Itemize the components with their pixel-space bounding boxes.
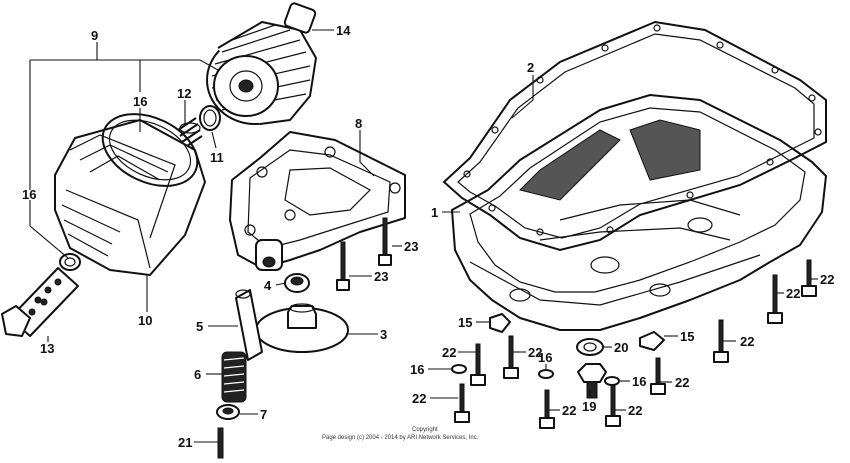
copyright-label: Copyright — [412, 427, 438, 433]
callout-6: 6 — [194, 367, 201, 382]
bolt-22-right-c — [767, 274, 783, 324]
callout-17: 16 — [22, 187, 36, 202]
filter-housing — [54, 113, 206, 276]
bolt-22-left-bottom — [454, 383, 470, 423]
callout-12: 12 — [177, 86, 191, 101]
callout-8: 8 — [355, 116, 362, 131]
o-ring-17 — [59, 253, 81, 271]
relief-valve-spring — [221, 351, 247, 403]
bolt-22-right-d — [801, 259, 817, 297]
oil-strainer — [255, 303, 349, 353]
callout-22h: 22 — [786, 286, 800, 301]
spring-12 — [177, 117, 203, 149]
callout-16a: 16 — [410, 362, 424, 377]
washer-7 — [216, 404, 240, 420]
callout-22c: 22 — [528, 345, 542, 360]
callout-22f: 22 — [675, 375, 689, 390]
oil-pan-gasket — [442, 20, 827, 252]
copyright-notice: Page design (c) 2004 - 2014 by ARI Netwo… — [322, 435, 479, 441]
callout-15b: 15 — [680, 329, 694, 344]
drain-bolt-19 — [577, 363, 607, 399]
callout-5: 5 — [196, 319, 203, 334]
callout-2: 2 — [527, 60, 534, 75]
bolt-23-lower — [336, 241, 350, 291]
callout-22a: 22 — [442, 345, 456, 360]
callout-3: 3 — [380, 327, 387, 342]
callout-16c: 16 — [632, 374, 646, 389]
sealing-washer-20 — [576, 338, 604, 356]
washer-16-left — [451, 364, 467, 374]
callout-22b: 22 — [412, 391, 426, 406]
relief-valve-piston — [235, 289, 263, 361]
callout-15a: 15 — [458, 315, 472, 330]
leader-lines — [29, 29, 818, 443]
o-ring-11 — [199, 105, 221, 131]
strainer-gasket — [284, 273, 310, 293]
callout-21: 21 — [178, 435, 192, 450]
center-bolt — [1, 267, 79, 337]
bolt-21 — [217, 427, 224, 459]
oil-pump — [229, 131, 406, 271]
callout-22e: 22 — [628, 403, 642, 418]
copyright-footer: Copyright Page design (c) 2004 - 2014 by… — [322, 427, 479, 441]
callout-16b: 16 — [538, 350, 552, 365]
bolt-22-right-b — [713, 319, 729, 363]
bolt-22-left-top — [470, 343, 486, 386]
callout-22i: 22 — [820, 272, 834, 287]
oil-pan — [451, 94, 827, 331]
oil-filter — [206, 2, 317, 125]
callout-10: 10 — [138, 313, 152, 328]
clamp-15-left — [489, 313, 511, 333]
callout-labels: 9 16 12 11 14 16 10 13 8 23 23 4 5 3 6 7… — [22, 23, 834, 450]
bolt-23-upper — [378, 217, 392, 266]
bolt-22-center-c — [605, 383, 621, 427]
callout-18: 16 — [133, 94, 147, 109]
bolt-22-center-b — [539, 389, 555, 429]
clamp-15-right — [639, 331, 665, 351]
callout-1: 1 — [431, 205, 438, 220]
callout-13: 13 — [40, 341, 54, 356]
callout-20: 20 — [614, 340, 628, 355]
bolt-22-center-a — [503, 335, 519, 379]
washer-16-right — [604, 376, 620, 386]
callout-19: 19 — [582, 399, 596, 414]
callout-9: 9 — [91, 28, 98, 43]
callout-23a: 23 — [404, 239, 418, 254]
callout-7: 7 — [260, 407, 267, 422]
callout-14: 14 — [336, 23, 351, 38]
callout-22d: 22 — [562, 403, 576, 418]
bolt-22-right-a — [650, 357, 666, 395]
callout-23b: 23 — [374, 269, 388, 284]
callout-22g: 22 — [740, 334, 754, 349]
callout-4: 4 — [264, 278, 272, 293]
washer-16-center — [538, 369, 554, 379]
callout-11: 11 — [210, 150, 224, 165]
